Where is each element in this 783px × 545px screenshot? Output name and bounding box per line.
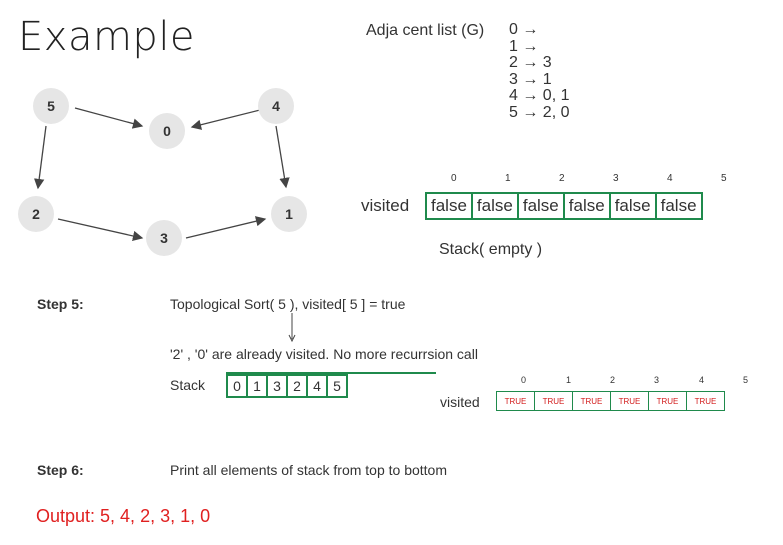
visited-cell: false [562,192,611,220]
svg-text:5: 5 [47,98,55,114]
visited-cell: false [516,192,565,220]
step6-label: Step 6: [37,462,84,478]
step5-call: Topological Sort( 5 ), visited[ 5 ] = tr… [170,296,406,312]
node-1: 1 [271,196,307,232]
down-arrow-icon [288,313,296,343]
visited-index: 2 [559,173,565,184]
node-5: 5 [33,88,69,124]
edge-2-3 [57,218,144,242]
node-0: 0 [149,113,185,149]
visited-index: 5 [721,173,727,184]
node-4: 4 [258,88,294,124]
slide-title: Example [18,14,196,60]
adjacency-line: 2 → 3 [509,54,552,71]
adjacency-line: 0 → [509,21,539,38]
visited-cell: TRUE [610,391,649,411]
output-text: Output: 5, 4, 2, 3, 1, 0 [36,506,211,526]
graph-diagram: 5 4 0 2 1 3 [18,88,307,256]
visited-index: 2 [610,375,616,385]
visited-index: 1 [566,375,572,385]
step5-note: '2' , '0' are already visited. No more r… [170,346,478,362]
stack-empty-label: Stack( empty ) [439,241,543,258]
svg-text:3: 3 [160,230,168,246]
stack-cell: 1 [246,374,268,398]
adjacency-line: 1 → [509,37,539,55]
stack-cell: 0 [226,374,248,398]
stack-cell: 3 [266,374,288,398]
visited-index: 4 [667,173,673,184]
adjacency-line: 4 → 0, 1 [509,87,570,104]
node-3: 3 [146,220,182,256]
visited-cell: TRUE [686,391,725,411]
visited-label: visited [361,196,410,215]
visited-array: false false false false false false [425,192,703,220]
visited-cell: TRUE [534,391,573,411]
adjacency-list: 0 → 1 → 2 → 3 3 → 1 4 → 0, 1 5 → 2, 0 [509,21,570,121]
step5-visited-array: TRUE TRUE TRUE TRUE TRUE TRUE [496,391,725,411]
stack-top-line [226,372,436,374]
stack-array: 0 1 3 2 4 5 [226,374,348,398]
visited-cell: false [470,192,519,220]
edge-4-1 [275,125,290,189]
edge-4-0 [190,109,261,130]
stack-cell: 4 [306,374,328,398]
stack-label: Stack [170,377,206,393]
adjacency-line: 5 → 2, 0 [509,103,570,121]
visited-index: 1 [505,173,511,184]
adjacency-line: 3 → 1 [509,70,552,88]
step5-label: Step 5: [37,296,84,312]
step5-visited-label: visited [440,394,480,410]
visited-index: 3 [613,173,619,184]
stack-cell: 2 [286,374,308,398]
edge-5-2 [34,125,47,190]
visited-cell: TRUE [496,391,535,411]
visited-index: 0 [451,173,457,184]
visited-index: 5 [743,375,749,385]
visited-cell: TRUE [572,391,611,411]
adjacency-list-label: Adja cent list (G) [366,22,485,39]
visited-cell: TRUE [648,391,687,411]
step5-visited-index-row: 0 1 2 3 4 5 [496,375,776,387]
visited-cell: false [425,192,473,220]
edge-3-1 [185,216,267,239]
svg-text:1: 1 [285,206,293,222]
visited-index: 4 [699,375,705,385]
visited-index: 3 [654,375,660,385]
visited-cell: false [608,192,657,220]
step6-text: Print all elements of stack from top to … [170,462,448,478]
svg-text:2: 2 [32,206,40,222]
visited-cell: false [654,192,703,220]
svg-text:0: 0 [163,123,171,139]
stack-cell: 5 [326,374,348,398]
visited-index: 0 [521,375,527,385]
node-2: 2 [18,196,54,232]
edge-5-0 [74,107,144,129]
svg-text:4: 4 [272,98,280,114]
